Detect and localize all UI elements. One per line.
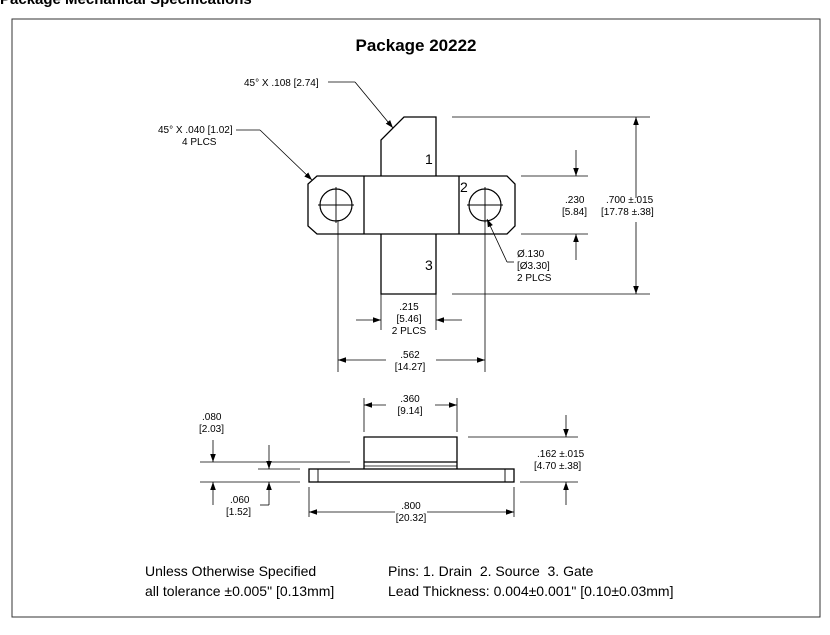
- chamfer-tab-leader: [328, 81, 394, 129]
- dim-total-height-mm: [4.70 ±.38]: [534, 461, 581, 472]
- chamfer-tab-callout: 45° X .108 [2.74]: [244, 78, 319, 89]
- dim-cap-width-in: .360: [400, 394, 420, 405]
- dim-flange-thickness: [200, 481, 300, 506]
- side-view: [308, 436, 515, 483]
- pin1-label: 1: [425, 151, 433, 167]
- dim-flange-thickness-in: .060: [230, 495, 250, 506]
- dim-overall-height-in: .700 ±.015: [606, 195, 654, 206]
- dim-total-height-in: .162 ±.015: [537, 449, 585, 460]
- drain-tab: [380, 116, 437, 176]
- dim-tab-gap: [521, 150, 588, 260]
- dim-lead-offset-in: .080: [202, 412, 222, 423]
- mounting-hole-right: [467, 187, 503, 223]
- dim-lead-width-mm: [5.46]: [396, 314, 421, 325]
- lead-thickness-note: Lead Thickness: 0.004±0.001" [0.10±0.03m…: [388, 583, 673, 599]
- gate-tab: [380, 234, 437, 295]
- tolerance-note-line2: all tolerance ±0.005" [0.13mm]: [145, 583, 334, 599]
- dim-lead-width-note: 2 PLCS: [392, 326, 427, 337]
- hole-callout: Ø.130: [517, 249, 545, 260]
- dim-cap-width-mm: [9.14]: [397, 406, 422, 417]
- mounting-hole-left: [318, 187, 354, 223]
- tolerance-note-line1: Unless Otherwise Specified: [145, 563, 316, 579]
- hole-leader: [486, 218, 514, 263]
- pin2-label: 2: [460, 179, 468, 195]
- pins-note: Pins: 1. Drain 2. Source 3. Gate: [388, 563, 594, 579]
- dim-tab-gap-in: .230: [565, 195, 585, 206]
- chamfer-flange-callout: 45° X .040 [1.02]: [158, 125, 233, 136]
- dim-hole-spacing: [337, 220, 486, 372]
- chamfer-flange-qty: 4 PLCS: [182, 137, 217, 148]
- top-view: [307, 116, 516, 295]
- dim-flange-length-mm: [20.32]: [396, 513, 427, 524]
- dim-lead-width: [356, 294, 462, 330]
- dim-overall-height-mm: [17.78 ±.38]: [601, 207, 654, 218]
- hole-callout-mm: [Ø3.30]: [517, 261, 550, 272]
- dim-flange-length: [308, 487, 515, 517]
- side-flange: [308, 468, 515, 483]
- chamfer-flange-leader: [236, 129, 313, 181]
- drawing-frame: [11, 18, 821, 618]
- dim-hole-spacing-mm: [14.27]: [395, 362, 426, 373]
- package-title: Package 20222: [356, 36, 477, 55]
- side-cap: [363, 436, 458, 469]
- pin3-label: 3: [425, 257, 433, 273]
- dim-lead-width-in: .215: [399, 302, 419, 313]
- dim-cap-width: [363, 398, 458, 432]
- page-header: Package Mechanical Specifications: [0, 0, 252, 8]
- dim-flange-thickness-mm: [1.52]: [226, 507, 251, 518]
- dim-lead-offset-mm: [2.03]: [199, 424, 224, 435]
- dim-total-height: [468, 415, 578, 505]
- dim-tab-gap-mm: [5.84]: [562, 207, 587, 218]
- dim-lead-offset: [200, 440, 350, 470]
- flange-outline: [307, 175, 516, 235]
- hole-callout-qty: 2 PLCS: [517, 273, 552, 284]
- dim-flange-length-in: .800: [401, 501, 421, 512]
- dim-hole-spacing-in: .562: [400, 350, 420, 361]
